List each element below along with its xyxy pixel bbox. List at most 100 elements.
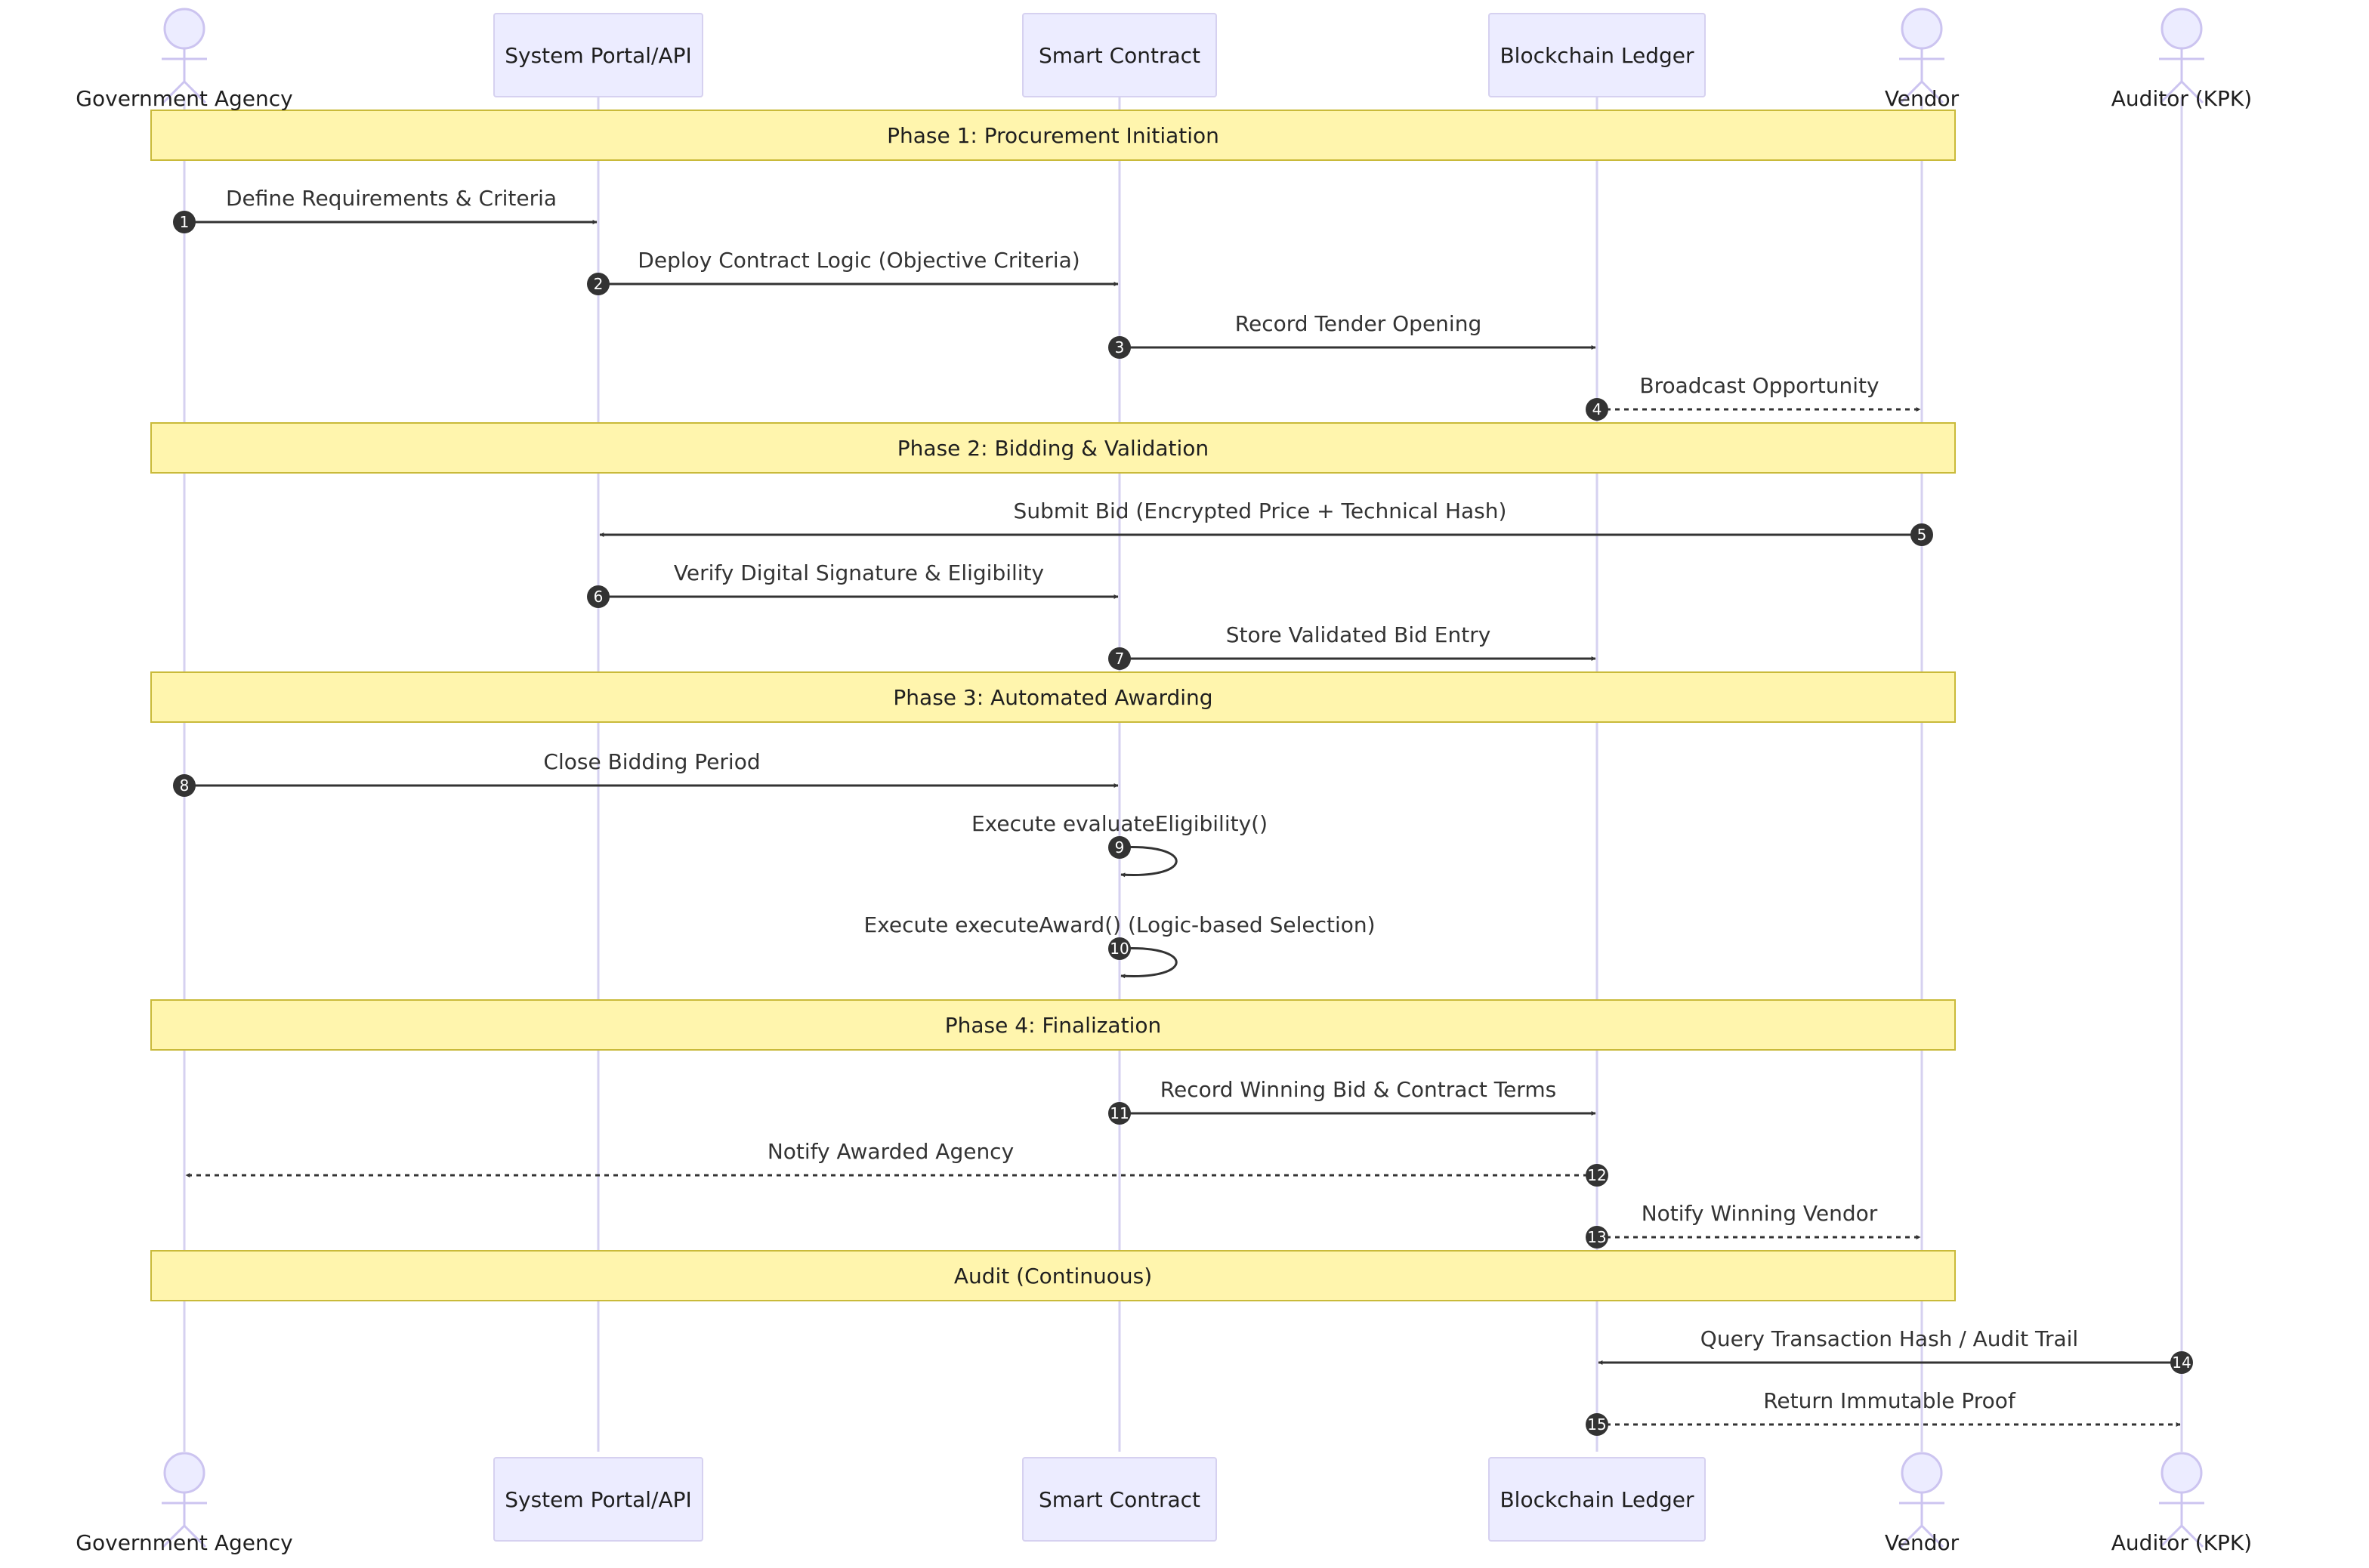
sequence-number-badge: 15 xyxy=(1586,1413,1608,1436)
participant-agency-bottom: Government Agency xyxy=(76,1452,293,1555)
sequence-number: 15 xyxy=(1587,1415,1606,1434)
message-label: Deploy Contract Logic (Objective Criteri… xyxy=(638,248,1079,273)
message-10: Execute executeAward() (Logic-based Sele… xyxy=(863,912,1376,979)
message-label: Execute evaluateEligibility() xyxy=(971,811,1268,836)
message-8: Close Bidding Period 8 xyxy=(173,749,1119,797)
phase-note-box xyxy=(150,422,1956,474)
sequence-number-badge: 10 xyxy=(1108,937,1131,960)
participant-label: Auditor (KPK) xyxy=(2111,1530,2252,1555)
sequence-number: 3 xyxy=(1115,338,1125,357)
message-1: Define Requirements & Criteria 1 xyxy=(173,186,598,233)
sequence-number: 14 xyxy=(2172,1353,2191,1372)
sequence-number-badge: 6 xyxy=(587,585,610,608)
participant-contract-bottom: Smart Contract xyxy=(1022,1457,1217,1542)
sequence-number: 5 xyxy=(1917,526,1927,544)
participant-box xyxy=(1022,13,1217,97)
message-label: Broadcast Opportunity xyxy=(1639,373,1879,398)
phase-note: Phase 1: Procurement Initiation xyxy=(150,110,1956,161)
message-label: Record Tender Opening xyxy=(1235,311,1481,336)
sequence-number-badge: 13 xyxy=(1586,1226,1608,1249)
participant-box xyxy=(493,1457,703,1542)
actor-icon xyxy=(2159,1452,2204,1548)
participant-ledger-bottom: Blockchain Ledger xyxy=(1488,1457,1706,1542)
participant-label: Government Agency xyxy=(76,86,292,111)
participant-box xyxy=(1488,13,1706,97)
participant-label: Blockchain Ledger xyxy=(1500,43,1694,68)
message-13: Notify Winning Vendor 13 xyxy=(1586,1201,1921,1249)
message-label: Submit Bid (Encrypted Price + Technical … xyxy=(1014,498,1507,523)
participant-label: System Portal/API xyxy=(505,43,692,68)
message-14: Query Transaction Hash / Audit Trail 14 xyxy=(1598,1326,2193,1374)
sequence-number: 7 xyxy=(1115,650,1125,668)
message-label: Store Validated Bid Entry xyxy=(1226,622,1491,647)
participant-portal-bottom: System Portal/API xyxy=(493,1457,703,1542)
message-label: Record Winning Bid & Contract Terms xyxy=(1160,1077,1556,1102)
message-11: Record Winning Bid & Contract Terms 11 xyxy=(1108,1077,1596,1125)
message-arrow xyxy=(1119,946,1178,979)
participant-ledger-top: Blockchain Ledger xyxy=(1488,13,1706,97)
participant-agency-top: Government Agency xyxy=(76,8,293,111)
sequence-number-badge: 1 xyxy=(173,211,196,233)
message-3: Record Tender Opening 3 xyxy=(1108,311,1596,359)
message-label: Query Transaction Hash / Audit Trail xyxy=(1700,1326,2078,1351)
phase-note: Audit (Continuous) xyxy=(150,1250,1956,1301)
message-label: Define Requirements & Criteria xyxy=(226,186,557,211)
actor-icon xyxy=(1899,1452,1944,1548)
sequence-number: 12 xyxy=(1587,1166,1606,1184)
message-label: Notify Winning Vendor xyxy=(1642,1201,1878,1226)
phase-note: Phase 4: Finalization xyxy=(150,999,1956,1051)
participant-portal-top: System Portal/API xyxy=(493,13,703,97)
participant-label: Auditor (KPK) xyxy=(2111,86,2252,111)
phase-note-box xyxy=(150,671,1956,723)
message-4: Broadcast Opportunity 4 xyxy=(1586,373,1921,421)
sequence-number-badge: 14 xyxy=(2170,1351,2193,1374)
sequence-number: 11 xyxy=(1110,1104,1129,1122)
sequence-number-badge: 8 xyxy=(173,774,196,797)
phase-note-label: Audit (Continuous) xyxy=(954,1264,1152,1289)
phase-note: Phase 2: Bidding & Validation xyxy=(150,422,1956,474)
sequence-number-badge: 3 xyxy=(1108,336,1131,359)
sequence-number-badge: 9 xyxy=(1108,836,1131,859)
participant-box xyxy=(1488,1457,1706,1542)
message-2: Deploy Contract Logic (Objective Criteri… xyxy=(587,248,1119,295)
message-12: Notify Awarded Agency 12 xyxy=(185,1139,1608,1187)
participant-label: System Portal/API xyxy=(505,1487,692,1512)
sequence-number: 4 xyxy=(1592,400,1602,418)
message-label: Return Immutable Proof xyxy=(1763,1388,2016,1413)
sequence-number: 10 xyxy=(1110,940,1129,958)
sequence-number-badge: 11 xyxy=(1108,1102,1131,1125)
phase-note: Phase 3: Automated Awarding xyxy=(150,671,1956,723)
message-5: Submit Bid (Encrypted Price + Technical … xyxy=(599,498,1933,546)
participant-label: Vendor xyxy=(1885,1530,1960,1555)
participant-label: Smart Contract xyxy=(1039,1487,1200,1512)
message-label: Execute executeAward() (Logic-based Sele… xyxy=(863,912,1375,937)
message-label: Close Bidding Period xyxy=(543,749,760,774)
sequence-number: 6 xyxy=(594,588,604,606)
participant-label: Smart Contract xyxy=(1039,43,1200,68)
message-label: Notify Awarded Agency xyxy=(768,1139,1014,1164)
phase-note-box xyxy=(150,110,1956,161)
sequence-number-badge: 12 xyxy=(1586,1164,1608,1187)
actor-icon xyxy=(2159,8,2204,104)
actor-icon xyxy=(162,1452,207,1548)
message-7: Store Validated Bid Entry 7 xyxy=(1108,622,1596,670)
sequence-number: 9 xyxy=(1115,838,1125,857)
phase-note-box xyxy=(150,1250,1956,1301)
actor-icon xyxy=(162,8,207,104)
participant-auditor-top: Auditor (KPK) xyxy=(2111,8,2252,111)
sequence-number-badge: 7 xyxy=(1108,647,1131,670)
participant-box xyxy=(1022,1457,1217,1542)
sequence-number: 1 xyxy=(180,213,190,231)
sequence-number-badge: 2 xyxy=(587,273,610,295)
participant-vendor-bottom: Vendor xyxy=(1885,1452,1960,1555)
sequence-number-badge: 4 xyxy=(1586,398,1608,421)
participant-label: Blockchain Ledger xyxy=(1500,1487,1694,1512)
participant-label: Government Agency xyxy=(76,1530,292,1555)
phase-note-label: Phase 4: Finalization xyxy=(945,1013,1161,1038)
sequence-number: 8 xyxy=(180,776,190,795)
participant-auditor-bottom: Auditor (KPK) xyxy=(2111,1452,2252,1555)
participant-contract-top: Smart Contract xyxy=(1022,13,1217,97)
phase-note-label: Phase 3: Automated Awarding xyxy=(893,685,1212,710)
sequence-number: 2 xyxy=(594,275,604,293)
